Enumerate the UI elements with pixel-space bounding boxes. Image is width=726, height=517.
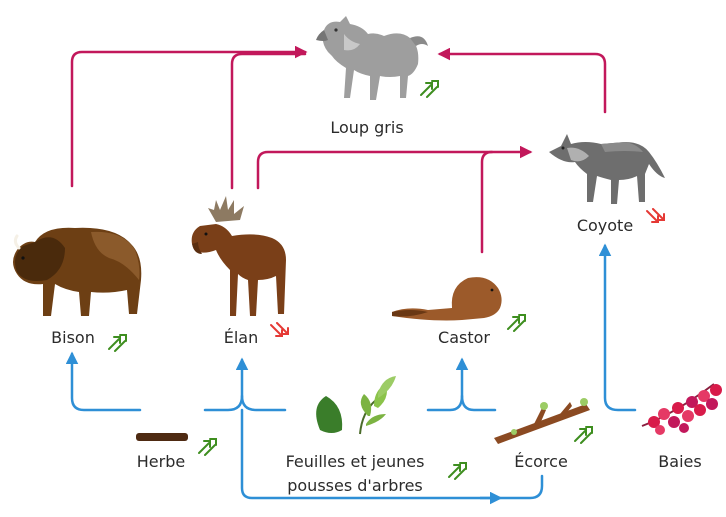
label-coyote: Coyote bbox=[577, 216, 633, 236]
arrow-berries-to-coyote bbox=[605, 246, 635, 410]
arrow-beaver-to-coyote bbox=[482, 152, 492, 252]
trend-up-icon-bison bbox=[106, 332, 130, 352]
predation-arrows bbox=[72, 52, 605, 252]
berries-illustration bbox=[642, 384, 722, 435]
moose-illustration bbox=[192, 196, 286, 316]
leaves-illustration bbox=[316, 376, 396, 434]
trend-up-icon-wolf bbox=[418, 78, 442, 98]
trend-up-icon-leaves bbox=[446, 460, 470, 480]
label-leaves-line1: Feuilles et jeunes bbox=[286, 452, 425, 472]
arrow-coyote-to-wolf bbox=[440, 54, 605, 112]
label-bark: Écorce bbox=[514, 452, 568, 472]
label-elk: Élan bbox=[224, 328, 259, 348]
arrow-to-beaver bbox=[428, 360, 462, 410]
label-leaves-line2: pousses d'arbres bbox=[287, 476, 423, 496]
coyote-illustration bbox=[549, 134, 665, 204]
arrow-bison-to-wolf bbox=[72, 52, 305, 186]
grass-illustration bbox=[136, 433, 188, 441]
trend-up-icon-grass bbox=[196, 436, 220, 456]
label-berries: Baies bbox=[658, 452, 701, 472]
label-wolf: Loup gris bbox=[330, 118, 403, 138]
arrow-plants-to-elk bbox=[205, 360, 242, 410]
trend-down-icon-coyote bbox=[644, 208, 668, 228]
arrow-elk-to-coyote bbox=[258, 152, 530, 188]
trend-down-icon-elk bbox=[268, 322, 292, 342]
arrow-plants-to-elk-right bbox=[242, 396, 285, 410]
label-beaver: Castor bbox=[438, 328, 490, 348]
beaver-illustration bbox=[392, 277, 502, 320]
arrow-grass-to-bison bbox=[72, 360, 140, 410]
arrow-elk-to-wolf bbox=[232, 54, 305, 188]
arrow-to-beaver-right bbox=[462, 396, 495, 410]
trend-up-icon-bark bbox=[572, 424, 596, 444]
label-grass: Herbe bbox=[137, 452, 185, 472]
label-bison: Bison bbox=[51, 328, 95, 348]
bison-illustration bbox=[13, 228, 141, 316]
trend-up-icon-beaver bbox=[505, 312, 529, 332]
wolf-illustration bbox=[316, 16, 428, 100]
